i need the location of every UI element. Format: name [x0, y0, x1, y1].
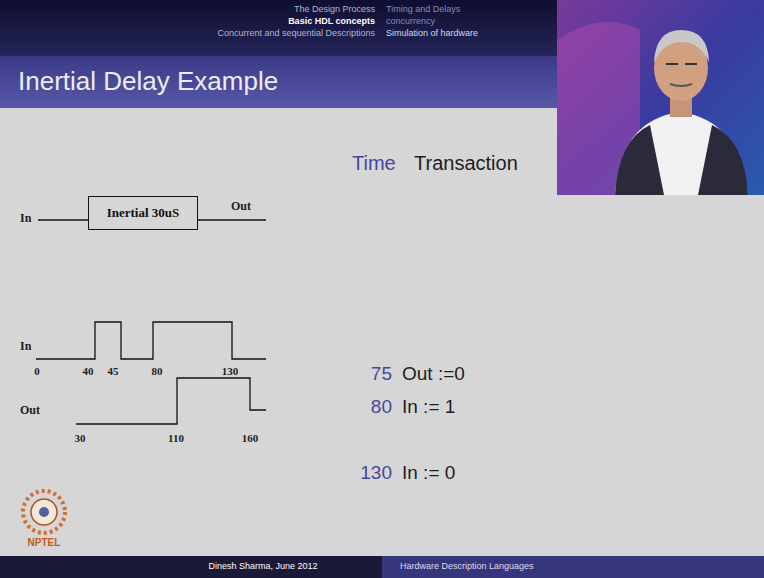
delay-block: Inertial 30uS: [88, 196, 198, 230]
footer-author: Dinesh Sharma, June 2012: [208, 561, 317, 571]
video-background: [557, 0, 764, 195]
time-tick: 110: [168, 432, 184, 445]
nav-section: Basic HDL concepts: [288, 16, 375, 26]
column-heading: Time: [352, 152, 396, 175]
signal-name: Out: [20, 404, 40, 418]
event-transaction: In := 0: [402, 462, 455, 484]
jacket-right: [698, 125, 748, 195]
logo-center: [39, 507, 49, 517]
input-wire: [38, 219, 88, 220]
video-inset: [557, 0, 764, 195]
time-tick: 130: [222, 365, 239, 378]
output-waveform: [76, 378, 266, 424]
signal-name: Out: [231, 200, 251, 214]
input-waveform: [36, 322, 266, 359]
event-transaction: Out :=0: [402, 363, 465, 385]
logo-text: NPTEL: [28, 537, 61, 549]
footer-right: [382, 556, 764, 578]
output-wire: [198, 219, 266, 220]
shirt: [615, 112, 748, 195]
footer-left: [0, 556, 382, 578]
hair: [654, 30, 709, 62]
jacket-left: [615, 125, 664, 195]
nav-section: Concurrent and sequential Descriptions: [217, 28, 375, 38]
nav-subsection: concurrency: [386, 16, 435, 26]
slide-title: Inertial Delay Example: [18, 67, 278, 97]
glasses: [666, 63, 697, 65]
signal-name: In: [20, 212, 31, 226]
logo-disc: [31, 499, 57, 525]
column-heading: Transaction: [414, 152, 518, 175]
footer-course: Hardware Description Languages: [400, 561, 534, 571]
nav-section: The Design Process: [294, 4, 375, 14]
event-time: 75: [371, 363, 392, 385]
time-tick: 80: [152, 365, 163, 378]
moustache: [670, 84, 692, 86]
time-tick: 30: [75, 432, 86, 445]
logo-rays: [23, 491, 65, 533]
nav-subsection: Simulation of hardware: [386, 28, 478, 38]
time-tick: 45: [108, 365, 119, 378]
event-time: 130: [360, 462, 392, 484]
nptel-logo: [23, 491, 65, 533]
time-tick: 40: [83, 365, 94, 378]
event-transaction: In := 1: [402, 396, 455, 418]
block-label: Inertial 30uS: [107, 205, 180, 221]
time-tick: 0: [34, 365, 40, 378]
event-time: 80: [371, 396, 392, 418]
time-tick: 160: [242, 432, 259, 445]
signal-name: In: [20, 340, 31, 354]
nav-subsection: Timing and Delays: [386, 4, 460, 14]
